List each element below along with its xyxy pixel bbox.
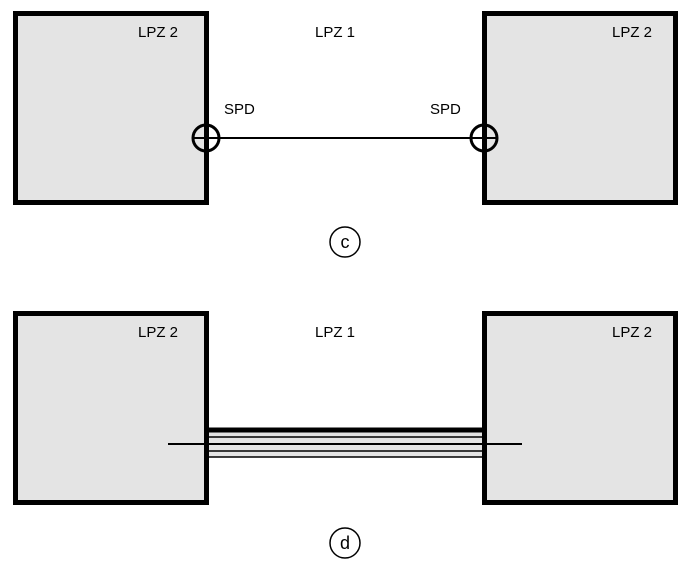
- panel-c-marker-letter: c: [341, 232, 350, 252]
- panel-c-inner-zone-label: LPZ 1: [315, 24, 355, 41]
- panel-c-right-zone-box: [482, 11, 678, 205]
- panel-c-left-zone-label: LPZ 2: [138, 24, 178, 41]
- panel-c-right-spd-symbol: [469, 123, 499, 153]
- panel-d-right-zone-box: [482, 311, 678, 505]
- panel-d-inner-zone-label: LPZ 1: [315, 324, 355, 341]
- panel-c-right-zone-label: LPZ 2: [612, 24, 652, 41]
- panel-c-marker: c: [329, 226, 361, 258]
- panel-d-left-zone-label: LPZ 2: [138, 324, 178, 341]
- panel-c-left-zone-box: [13, 11, 209, 205]
- panel-c-left-spd-symbol: [191, 123, 221, 153]
- panel-d-marker-letter: d: [340, 533, 350, 553]
- panel-d-marker: d: [329, 527, 361, 559]
- panel-d: LPZ 2 LPZ 2 LPZ 1 d: [13, 311, 678, 559]
- panel-d-left-zone-box: [13, 311, 209, 505]
- panel-c: LPZ 2 LPZ 2 LPZ 1 SPD SPD c: [13, 11, 678, 258]
- panel-c-left-spd-label: SPD: [224, 101, 255, 118]
- panel-c-right-spd-label: SPD: [430, 101, 461, 118]
- panel-d-right-zone-label: LPZ 2: [612, 324, 652, 341]
